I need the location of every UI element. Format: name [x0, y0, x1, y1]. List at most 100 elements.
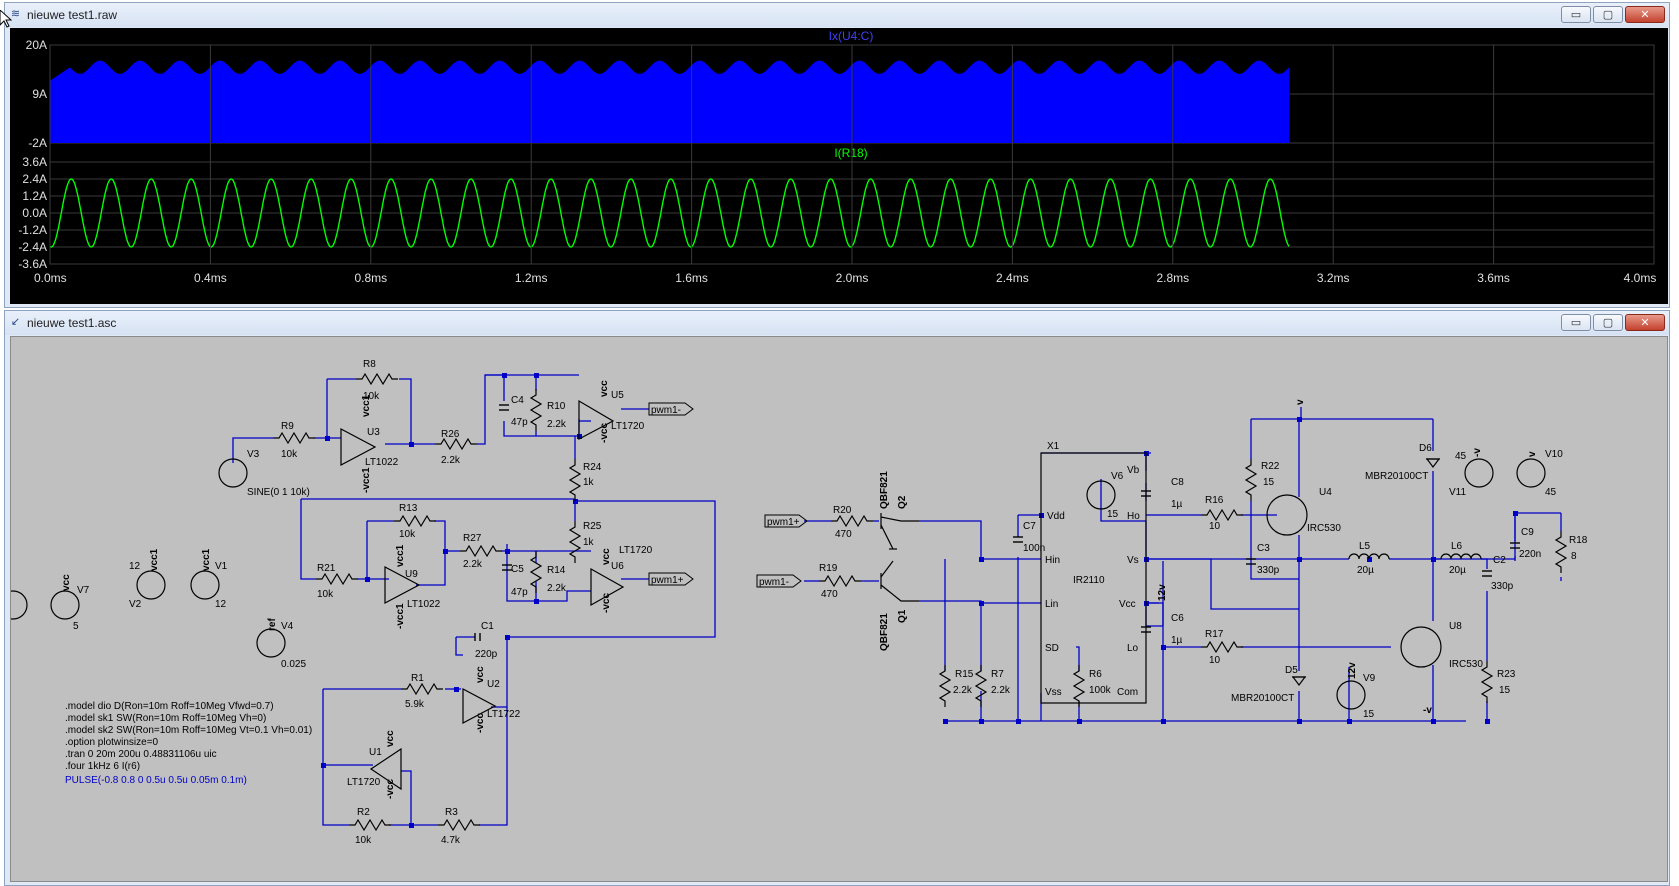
net-label[interactable]: vcc1	[149, 548, 160, 571]
component-label[interactable]: Q1	[897, 609, 908, 623]
component-value[interactable]: 1k	[583, 537, 595, 548]
component-label[interactable]: R20	[833, 505, 852, 516]
component-label[interactable]: R10	[547, 401, 566, 412]
component-value[interactable]: 12	[129, 561, 141, 572]
component-value[interactable]: 45	[1455, 451, 1467, 462]
directive-line[interactable]: .model dio D(Ron=10m Roff=10Meg Vfwd=0.7…	[65, 701, 274, 712]
component-label[interactable]: C3	[1257, 543, 1270, 554]
net-label[interactable]: vcc	[601, 548, 612, 565]
component-value[interactable]: 10k	[281, 449, 298, 460]
bottom-trace-label[interactable]: I(R18)	[834, 146, 867, 160]
component-label[interactable]: R19	[819, 563, 838, 574]
component-label[interactable]: X1	[1047, 441, 1060, 452]
component-label[interactable]: R15	[955, 669, 974, 680]
component-value[interactable]: IRC530	[1307, 523, 1341, 534]
component-value[interactable]: 10k	[317, 589, 334, 600]
net-label[interactable]: -vcc	[385, 779, 396, 799]
component-value[interactable]: 0.025	[281, 659, 306, 670]
top-trace-label[interactable]: Ix(U4:C)	[829, 29, 874, 43]
component-label[interactable]: V10	[1545, 449, 1563, 460]
net-label[interactable]: vcc1	[201, 548, 212, 571]
net-label[interactable]: 12v	[1157, 584, 1168, 601]
component-label[interactable]: R14	[547, 565, 566, 576]
net-label[interactable]: vcc	[599, 380, 610, 397]
net-label[interactable]: 12v	[1347, 662, 1358, 679]
component-value[interactable]: 20µ	[1449, 565, 1466, 576]
component-label[interactable]: V9	[1363, 673, 1376, 684]
component-label[interactable]: R24	[583, 462, 602, 473]
schematic-titlebar[interactable]: ↙ nieuwe test1.asc ▭ ▢ ✕	[5, 311, 1669, 335]
component-value[interactable]: 2.2k	[547, 583, 567, 594]
component-label[interactable]: V1	[215, 561, 228, 572]
component-value[interactable]: 5.9k	[405, 699, 425, 710]
component-value[interactable]: LT1722	[487, 709, 521, 720]
close-button[interactable]: ✕	[1625, 6, 1665, 23]
component-value[interactable]: MBR20100CT	[1231, 693, 1294, 704]
component-value[interactable]: 100k	[1089, 685, 1112, 696]
component-value[interactable]: 2.2k	[463, 559, 483, 570]
component-label[interactable]: R21	[317, 563, 336, 574]
net-label[interactable]: -vcc1	[395, 603, 406, 629]
component-label[interactable]: R13	[399, 503, 418, 514]
component-label[interactable]: V3	[247, 449, 260, 460]
component-value[interactable]: LT1720	[611, 421, 645, 432]
net-label[interactable]: v	[1295, 399, 1306, 405]
component-value[interactable]: 1µ	[1171, 635, 1183, 646]
component-label[interactable]: U1	[369, 747, 382, 758]
net-label[interactable]: -vcc	[601, 593, 612, 613]
component-value[interactable]: 2.2k	[953, 685, 973, 696]
net-label[interactable]: vcc	[61, 574, 72, 591]
component-label[interactable]: R1	[411, 673, 424, 684]
component-label[interactable]: U8	[1449, 621, 1462, 632]
component-label[interactable]: R8	[363, 359, 376, 370]
directive-line[interactable]: .option plotwinsize=0	[65, 737, 159, 748]
component-value[interactable]: 15	[1499, 685, 1511, 696]
directive-line[interactable]: .four 1kHz 6 I(r6)	[65, 761, 140, 772]
component-value[interactable]: 1k	[583, 477, 595, 488]
component-label[interactable]: C2	[1493, 555, 1506, 566]
component-label[interactable]: V7	[77, 585, 90, 596]
component-value[interactable]: 10	[1209, 655, 1221, 666]
component-value[interactable]: 10k	[363, 391, 380, 402]
component-label[interactable]: R9	[281, 421, 294, 432]
waveform-titlebar[interactable]: ≋ nieuwe test1.raw ▭ ▢ ✕	[5, 3, 1669, 27]
minimize-button[interactable]: ▭	[1561, 314, 1591, 331]
component-label[interactable]: C4	[511, 395, 524, 406]
component-value[interactable]: 15	[1107, 509, 1119, 520]
component-label[interactable]: U5	[611, 390, 624, 401]
component-value[interactable]: 47p	[511, 587, 528, 598]
component-value[interactable]: 330p	[1257, 565, 1280, 576]
component-label[interactable]: R16	[1205, 495, 1224, 506]
component-value[interactable]: MBR20100CT	[1365, 471, 1428, 482]
component-value[interactable]: 45	[1545, 487, 1557, 498]
component-value[interactable]: 10k	[399, 529, 416, 540]
minimize-button[interactable]: ▭	[1561, 6, 1591, 23]
component-value[interactable]: 2.2k	[547, 419, 567, 430]
net-label[interactable]: -vcc1	[361, 467, 372, 493]
component-label[interactable]: U2	[487, 679, 500, 690]
component-value[interactable]: 8	[1571, 551, 1577, 562]
component-value[interactable]: IRC530	[1449, 659, 1483, 670]
component-value[interactable]: SINE(0 1 10k)	[247, 487, 310, 498]
component-label[interactable]: R17	[1205, 629, 1224, 640]
component-value[interactable]: 2.2k	[991, 685, 1011, 696]
component-value[interactable]: 10k	[355, 835, 372, 846]
component-value[interactable]: 330p	[1491, 581, 1514, 592]
component-value[interactable]: 100n	[1023, 543, 1045, 554]
component-label[interactable]: L5	[1359, 541, 1371, 552]
directive-line[interactable]: .model sk2 SW(Ron=10m Roff=10Meg Vt=0.1 …	[65, 725, 312, 736]
component-label[interactable]: R3	[445, 807, 458, 818]
net-label[interactable]: -v	[1472, 448, 1483, 457]
component-label[interactable]: C6	[1171, 613, 1184, 624]
component-value[interactable]: 12	[215, 599, 227, 610]
component-label[interactable]: R22	[1261, 461, 1280, 472]
net-label[interactable]: vcc	[475, 666, 486, 683]
pulse-directive[interactable]: PULSE(-0.8 0.8 0 0.5u 0.5u 0.05m 0.1m)	[65, 775, 247, 786]
component-label[interactable]: R18	[1569, 535, 1588, 546]
component-value[interactable]: 15	[1363, 709, 1375, 720]
component-label[interactable]: D5	[1285, 665, 1298, 676]
component-label[interactable]: V6	[1111, 471, 1124, 482]
component-label[interactable]: R26	[441, 429, 460, 440]
net-label[interactable]: -vcc	[599, 423, 610, 443]
